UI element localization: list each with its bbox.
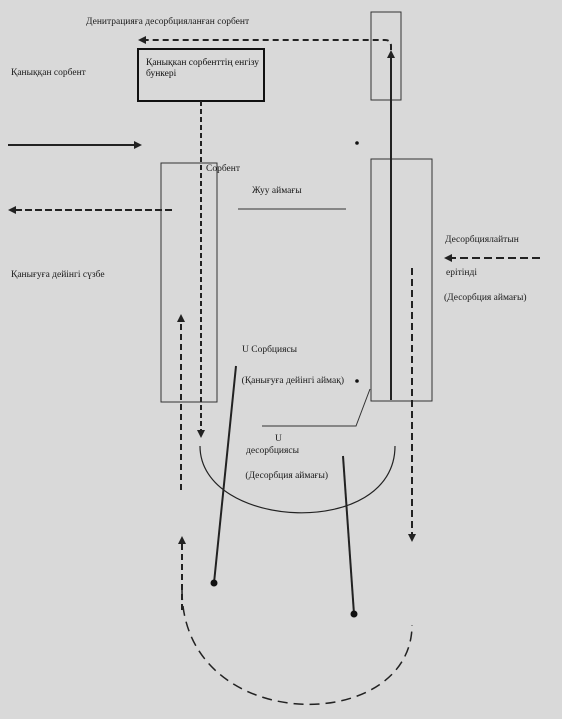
top-return-line bbox=[138, 36, 392, 100]
label-u-desorption-2: десорбциясы bbox=[246, 446, 299, 456]
label-saturation-zone: (Қанығуға дейінгі аймақ) bbox=[241, 376, 344, 386]
lower-u-curve bbox=[181, 589, 413, 706]
label-desorb-zone-lower: (Десорбция аймағы) bbox=[245, 471, 328, 481]
label-u-desorption-1: U bbox=[275, 434, 282, 444]
small-dot-1 bbox=[355, 141, 359, 145]
label-left-header: Қаныққан сорбент bbox=[11, 68, 86, 78]
label-desorb-zone: (Десорбция аймағы) bbox=[444, 293, 527, 303]
label-top-title: Денитрацияға десорбцияланған сорбент bbox=[86, 17, 250, 27]
label-feed-bunker: Қанықкан сорбенттің енгізу бункері bbox=[146, 58, 260, 79]
small-dot-2 bbox=[355, 379, 359, 383]
label-desorb-solution-2: ерітінді bbox=[446, 268, 477, 278]
u-sorption-leader bbox=[213, 365, 237, 584]
u-desorption-dot bbox=[350, 610, 358, 618]
upper-right-column bbox=[370, 11, 402, 101]
zone-divider-line bbox=[262, 388, 371, 427]
label-sorbent: Сорбент bbox=[206, 164, 240, 174]
upper-u-curve bbox=[199, 445, 396, 514]
label-u-sorption: U Сорбциясы bbox=[242, 345, 298, 355]
label-desorb-solution-1: Десорбциялайтын bbox=[445, 235, 519, 245]
label-left-mid: Қанығуға дейінгі сүзбе bbox=[11, 270, 105, 280]
left-column bbox=[160, 162, 218, 403]
u-desorption-leader bbox=[342, 455, 355, 615]
label-washing-zone: Жуу аймағы bbox=[252, 186, 302, 196]
right-column bbox=[370, 158, 433, 402]
u-sorption-dot bbox=[210, 579, 218, 587]
